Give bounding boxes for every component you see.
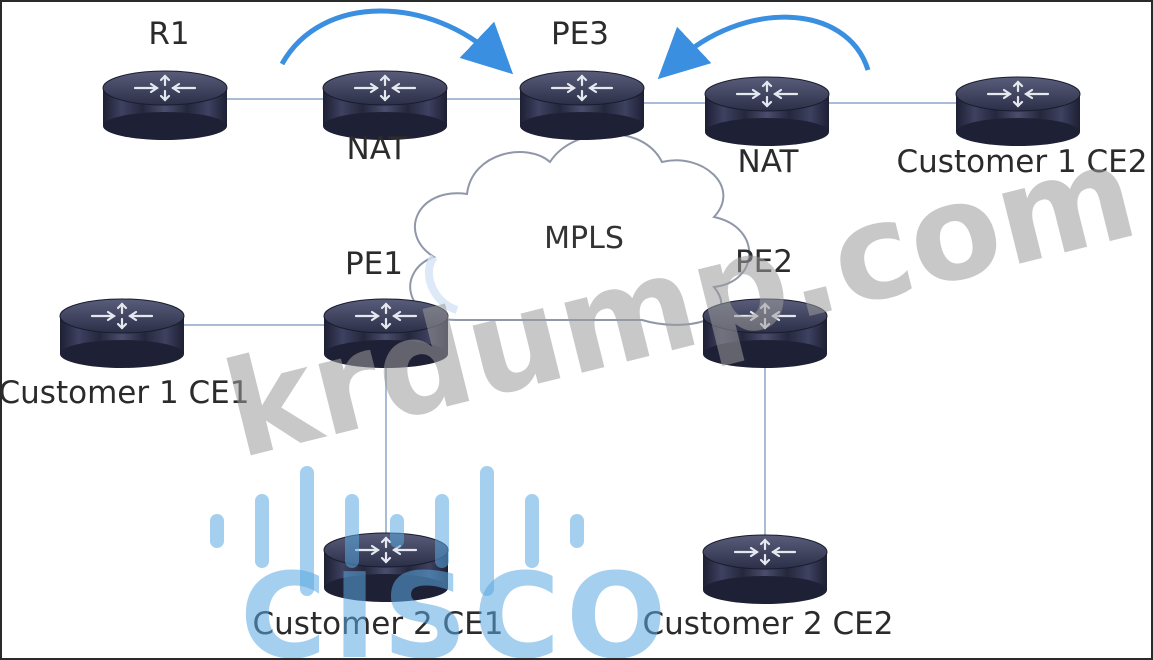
label-nat-left: NAT	[347, 131, 409, 167]
router-r1	[101, 69, 229, 142]
router-nat-left	[321, 69, 449, 142]
cisco-logo-text: CISCO	[240, 547, 672, 658]
label-nat-right: NAT	[738, 144, 800, 180]
label-pe3: PE3	[551, 16, 609, 52]
router-nat-right	[703, 75, 831, 148]
router-pe3	[518, 69, 646, 142]
label-customer2-ce2: Customer 2 CE2	[643, 606, 894, 642]
mpls-cloud: MPLS	[409, 132, 751, 326]
cisco-logo-icon	[210, 466, 584, 596]
router-customer2-ce2	[701, 533, 829, 606]
router-customer1-ce1	[58, 297, 186, 370]
label-r1: R1	[148, 16, 189, 52]
label-customer1-ce2: Customer 1 CE2	[897, 144, 1148, 180]
nat-arrow-left	[279, 8, 514, 75]
label-pe1: PE1	[345, 246, 403, 282]
label-pe2: PE2	[735, 244, 793, 280]
mpls-label: MPLS	[544, 221, 624, 256]
label-customer1-ce1: Customer 1 CE1	[2, 375, 249, 411]
label-customer2-ce1: Customer 2 CE1	[253, 606, 504, 642]
nat-arrow-right	[657, 14, 871, 80]
